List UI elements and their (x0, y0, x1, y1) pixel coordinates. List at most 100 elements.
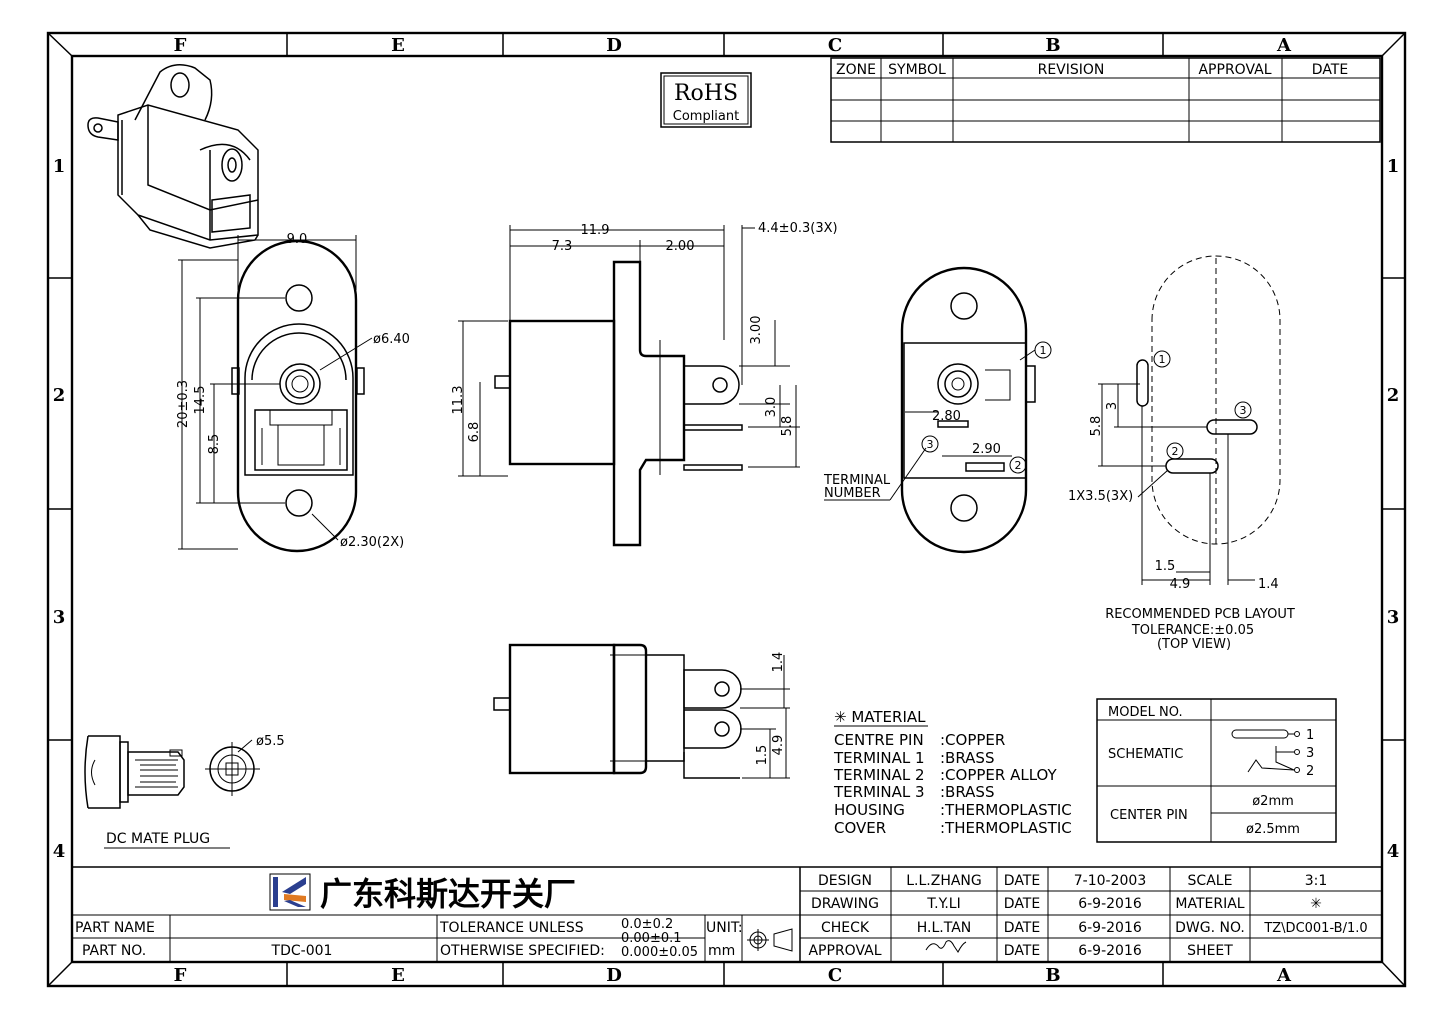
dim-front-width: 9.0 (287, 232, 308, 247)
schematic-label: SCHEMATIC (1108, 747, 1183, 762)
rohs-title: RoHS (674, 81, 738, 106)
design-label: DESIGN (818, 873, 872, 889)
rohs-badge: RoHS Compliant (660, 72, 752, 128)
dim-front-height: 20±0.3 (176, 380, 191, 428)
material-value: :BRASS (940, 783, 994, 801)
dim-rear-290: 2.90 (972, 442, 1001, 457)
material-part: TERMINAL 1 (833, 749, 925, 767)
pcb-callout-1: 1 (1159, 353, 1166, 366)
company-logo (269, 873, 311, 911)
pcb-tolerance: TOLERANCE:±0.05 (1131, 623, 1254, 638)
col-label-top: C (828, 35, 842, 56)
revision-table: ZONE SYMBOL REVISION APPROVAL DATE (830, 57, 1381, 143)
check-by: H.L.TAN (917, 920, 972, 936)
projection-symbol-icon (747, 928, 793, 952)
company-name: 广东科斯达开关厂 (320, 875, 576, 913)
dim-pcb-49: 4.9 (1170, 577, 1191, 592)
rear-view: 2.80 2.90 TERMINAL NUMBER 1 3 2 (823, 266, 1052, 554)
dim-side-68: 6.8 (467, 422, 482, 443)
dwg-no-value: TZ\DC001-B/1.0 (1263, 921, 1367, 936)
schematic-symbol: 1 3 2 (1231, 728, 1314, 779)
dim-front-mount: ø2.30(2X) (340, 535, 404, 550)
material-part: TERMINAL 3 (833, 783, 925, 801)
tolerance-line2: OTHERWISE SPECIFIED: (440, 943, 605, 959)
plug-label: DC MATE PLUG (106, 831, 210, 847)
col-label-bottom: F (174, 965, 187, 986)
material-value: :BRASS (940, 749, 994, 767)
center-pin-label: CENTER PIN (1110, 808, 1188, 823)
col-label-top: D (606, 35, 622, 56)
check-date: 6-9-2016 (1078, 920, 1142, 936)
check-label: CHECK (821, 920, 870, 936)
unit-value: mm (708, 943, 735, 959)
dim-pcb-15: 1.5 (1155, 559, 1176, 574)
center-pin-b: ø2.5mm (1246, 822, 1300, 837)
col-label-top: F (174, 35, 187, 56)
revision-header-symbol: SYMBOL (888, 62, 946, 78)
dim-bottom-15: 1.5 (755, 745, 770, 766)
dim-side-73: 7.3 (552, 239, 573, 254)
dim-front-hole: ø6.40 (373, 332, 410, 347)
dim-pcb-3: 3 (1105, 402, 1120, 410)
part-no-label: PART NO. (82, 943, 146, 959)
sch-pin-3: 3 (1306, 746, 1314, 761)
col-label-bottom: E (391, 965, 405, 986)
isometric-view (87, 64, 259, 249)
material-value: :THERMOPLASTIC (940, 801, 1072, 819)
approval-date: 6-9-2016 (1078, 943, 1142, 959)
row-label-left: 3 (53, 607, 66, 628)
col-label-bottom: B (1045, 965, 1060, 986)
drawing-label: DRAWING (811, 896, 879, 912)
part-name-label: PART NAME (75, 920, 155, 936)
terminal-number-label: TERMINAL (823, 473, 891, 488)
tolerance-value-3: 0.000±0.05 (621, 945, 698, 960)
material-part: HOUSING (834, 801, 905, 819)
dim-side-200: 2.00 (666, 239, 695, 254)
pcb-callout-3: 3 (1240, 404, 1247, 417)
col-label-top: B (1045, 35, 1060, 56)
dim-bottom-49: 4.9 (771, 735, 786, 756)
material-part: CENTRE PIN (834, 731, 924, 749)
revision-header-zone: ZONE (836, 62, 876, 78)
material-part: TERMINAL 2 (833, 766, 925, 784)
front-view: 9.0 20±0.3 14.5 8.5 ø6.40 ø2.30(2X) (176, 232, 410, 553)
row-label-right: 1 (1387, 156, 1400, 177)
rohs-sub: Compliant (673, 109, 739, 124)
pcb-title: RECOMMENDED PCB LAYOUT (1105, 607, 1295, 622)
pcb-view: (TOP VIEW) (1157, 637, 1231, 652)
dim-rear-280: 2.80 (932, 409, 961, 424)
side-view: 11.9 7.3 2.00 4.4±0.3(3X) 3.00 3.0 5.8 1… (451, 221, 838, 547)
tolerance-value-1: 0.0±0.2 (621, 917, 673, 932)
dim-side-58: 5.8 (780, 416, 795, 437)
design-by: L.L.ZHANG (906, 873, 982, 889)
row-label-left: 2 (53, 385, 66, 406)
revision-header-date: DATE (1312, 62, 1348, 78)
callout-3: 3 (927, 438, 934, 451)
center-pin-a: ø2mm (1252, 794, 1294, 809)
drawing-frame: F E D C B A F E D C B A 1 2 3 4 1 2 3 4 (46, 31, 1407, 988)
dim-side-119: 11.9 (581, 223, 610, 238)
material-value: :THERMOPLASTIC (940, 819, 1072, 837)
callout-1: 1 (1040, 344, 1047, 357)
title-block: 广东科斯达开关厂 PART NAME PART NO. TDC-001 TOLE… (72, 866, 1382, 962)
date-label: DATE (1004, 873, 1040, 889)
material-part: COVER (834, 819, 886, 837)
tolerance-line1: TOLERANCE UNLESS (439, 920, 584, 936)
dim-plug-dia: ø5.5 (256, 734, 285, 749)
drawing-date: 6-9-2016 (1078, 896, 1142, 912)
tolerance-value-2: 0.00±0.1 (621, 931, 682, 946)
sch-pin-1: 1 (1306, 728, 1314, 743)
sch-pin-2: 2 (1306, 764, 1314, 779)
bottom-view: 1.4 1.5 4.9 (493, 643, 790, 779)
dim-front-85: 8.5 (207, 434, 222, 455)
scale-label: SCALE (1188, 873, 1233, 889)
material-value: :COPPER (940, 731, 1005, 749)
material-value: ✳ (1310, 896, 1322, 912)
dim-pcb-slot: 1X3.5(3X) (1068, 489, 1133, 504)
row-label-left: 4 (53, 841, 66, 862)
dim-bottom-14: 1.4 (771, 652, 786, 673)
unit-label: UNIT: (706, 920, 743, 936)
dwg-no-label: DWG. NO. (1175, 920, 1245, 936)
scale-value: 3:1 (1305, 873, 1328, 889)
approval-signature (925, 940, 967, 953)
